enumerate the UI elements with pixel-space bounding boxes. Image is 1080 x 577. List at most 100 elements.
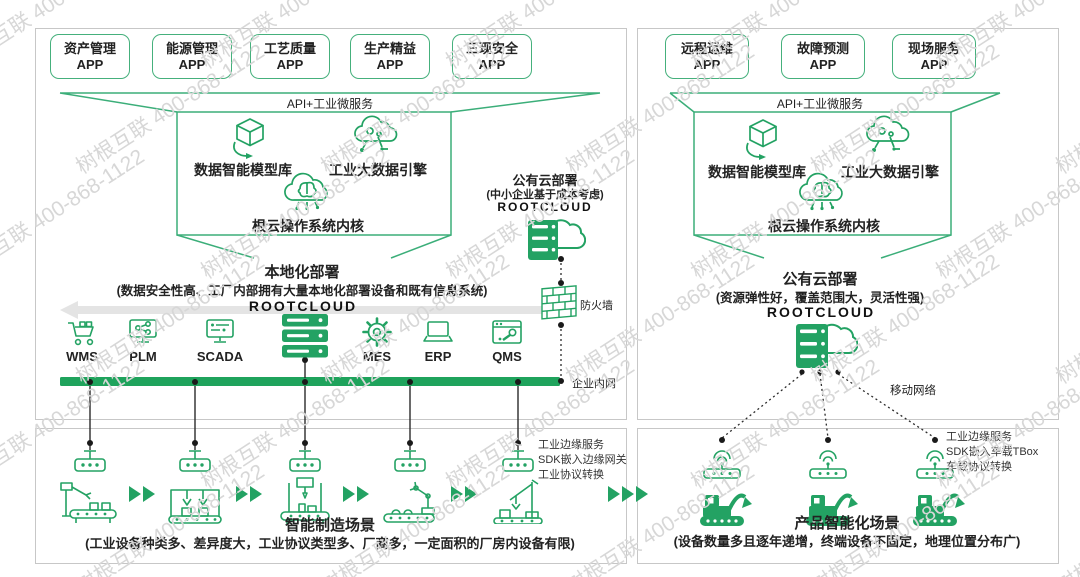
app-box-fault-predict: 故障预测 APP <box>781 34 865 79</box>
factory-machine-gantry-icon <box>168 489 222 524</box>
api-microservice-label: API+工业微服务 <box>286 97 374 111</box>
intranet-label: 企业内网 <box>572 378 616 390</box>
factory-machine-cnc-icon <box>280 477 330 524</box>
local-deploy-note: (数据安全性高、工厂内部拥有大量本地化部署设备和既有信息系统) <box>116 284 488 298</box>
app-box-energy: 能源管理 APP <box>152 34 232 79</box>
erp-laptop-icon <box>423 321 453 342</box>
local-deploy-title: 本地化部署 <box>264 264 340 281</box>
flow-chevrons-icon <box>129 486 155 502</box>
app-suffix: APP <box>376 56 404 72</box>
edge-note-line: 工业边缘服务 <box>946 431 1012 443</box>
vehicle-tbox-icon <box>703 450 741 479</box>
rootcloud-brand: ROOTCLOUD <box>248 298 358 314</box>
bigdata-cloud-icon <box>866 115 910 152</box>
app-suffix: APP <box>809 56 837 72</box>
system-label-erp: ERP <box>424 349 452 364</box>
bigdata-cloud-icon <box>354 115 398 152</box>
system-label-plm: PLM <box>129 349 157 364</box>
scene-title: 产品智能化场景 <box>794 515 900 532</box>
excavator-icon <box>806 493 858 526</box>
public-cloud-note: (资源弹性好，覆盖范围大，灵活性强) <box>715 291 925 305</box>
public-cloud-note: (中小企业基于成本考虑) <box>486 189 604 201</box>
excavator-icon <box>700 493 752 526</box>
edge-gateway-icon <box>502 450 534 472</box>
edge-note-line: 车载协议转换 <box>946 461 1012 473</box>
system-label-mes: MES <box>362 349 392 364</box>
scene-desc: (设备数量多且逐年递增，终端设备不固定，地理位置分布广) <box>673 534 1021 549</box>
data-model-cube-icon <box>233 118 264 159</box>
rootcloud-brand: ROOTCLOUD <box>766 304 876 320</box>
public-cloud-server-icon <box>528 219 586 260</box>
flow-chevrons-icon <box>343 486 369 502</box>
api-microservice-label: API+工业微服务 <box>776 97 864 111</box>
app-box-asset: 资产管理 APP <box>50 34 130 79</box>
app-box-lean: 生产精益 APP <box>350 34 430 79</box>
app-box-field-service: 现场服务 APP <box>892 34 976 79</box>
edge-gateway-icon <box>289 450 321 472</box>
model-lib-label: 数据智能模型库 <box>708 164 806 180</box>
app-suffix: APP <box>178 56 206 72</box>
edge-gateway-icon <box>394 450 426 472</box>
public-cloud-title: 公有云部署 <box>512 173 578 188</box>
scada-monitor-icon <box>206 319 234 343</box>
edge-note-line: SDK嵌入车载TBox <box>946 446 1039 458</box>
left-architecture-panel <box>35 28 627 420</box>
edge-gateway-icon <box>74 450 106 472</box>
app-name: 资产管理 <box>63 40 116 56</box>
app-box-safety: 三现安全 APP <box>452 34 532 79</box>
app-name: 远程运维 <box>680 40 733 56</box>
edge-service-note: 工业边缘服务 SDK嵌入车载TBox 车载协议转换 <box>946 430 1038 475</box>
model-lib-label: 数据智能模型库 <box>194 162 292 178</box>
wms-cart-icon <box>68 321 94 346</box>
vehicle-tbox-icon <box>809 450 847 479</box>
app-name: 故障预测 <box>796 40 849 56</box>
os-kernel-brain-cloud-icon <box>799 172 843 211</box>
edge-note-line: 工业协议转换 <box>538 469 604 481</box>
firewall-icon <box>541 285 577 320</box>
firewall-label: 防火墙 <box>580 300 613 312</box>
mobile-network-label: 移动网络 <box>890 385 936 397</box>
factory-machine-robot-arm-icon <box>60 482 117 523</box>
os-kernel-label: 根云操作系统内核 <box>252 218 364 234</box>
app-suffix: APP <box>693 56 721 72</box>
edge-gateway-icon <box>179 450 211 472</box>
app-suffix: APP <box>920 56 948 72</box>
excavator-icon <box>913 493 965 526</box>
qms-wrench-icon <box>492 320 522 344</box>
scene-desc: (工业设备种类多、差异度大，工业协议类型多、厂商多，一定面积的厂房内设备有限) <box>85 536 575 551</box>
system-label-wms: WMS <box>66 349 98 364</box>
bigdata-engine-label: 工业大数据引擎 <box>841 164 939 180</box>
plm-monitor-icon <box>129 319 157 343</box>
system-label-qms: QMS <box>492 349 522 364</box>
app-suffix: APP <box>76 56 104 72</box>
local-server-icon <box>282 314 328 358</box>
public-cloud-server-icon <box>796 323 858 368</box>
edge-note-line: 工业边缘服务 <box>538 439 604 451</box>
app-box-quality: 工艺质量 APP <box>250 34 330 79</box>
system-label-scada: SCADA <box>196 349 244 364</box>
right-architecture-panel <box>637 28 1059 420</box>
mes-gear-icon <box>362 317 392 347</box>
vehicle-tbox-icon <box>916 450 954 479</box>
app-name: 工艺质量 <box>263 40 316 56</box>
os-kernel-label: 根云操作系统内核 <box>768 218 880 234</box>
app-name: 现场服务 <box>907 40 960 56</box>
flow-chevrons-icon <box>451 486 477 502</box>
factory-machine-robot-conveyor-icon <box>383 481 435 523</box>
flow-chevrons-icon <box>236 486 262 502</box>
panel-transition-chevrons-icon <box>608 486 648 502</box>
factory-machine-crane-icon <box>493 479 543 524</box>
rootcloud-brand: ROOTCLOUD <box>497 200 593 214</box>
app-suffix: APP <box>276 56 304 72</box>
data-model-cube-icon <box>746 119 777 160</box>
app-name: 三现安全 <box>465 40 518 56</box>
edge-note-line: SDK嵌入边缘网关 <box>538 454 627 466</box>
app-name: 生产精益 <box>363 40 416 56</box>
public-cloud-title: 公有云部署 <box>782 271 858 288</box>
scene-title: 智能制造场景 <box>284 517 376 534</box>
app-name: 能源管理 <box>165 40 218 56</box>
edge-service-note: 工业边缘服务 SDK嵌入边缘网关 工业协议转换 <box>538 438 627 483</box>
os-kernel-brain-cloud-icon <box>284 172 328 211</box>
